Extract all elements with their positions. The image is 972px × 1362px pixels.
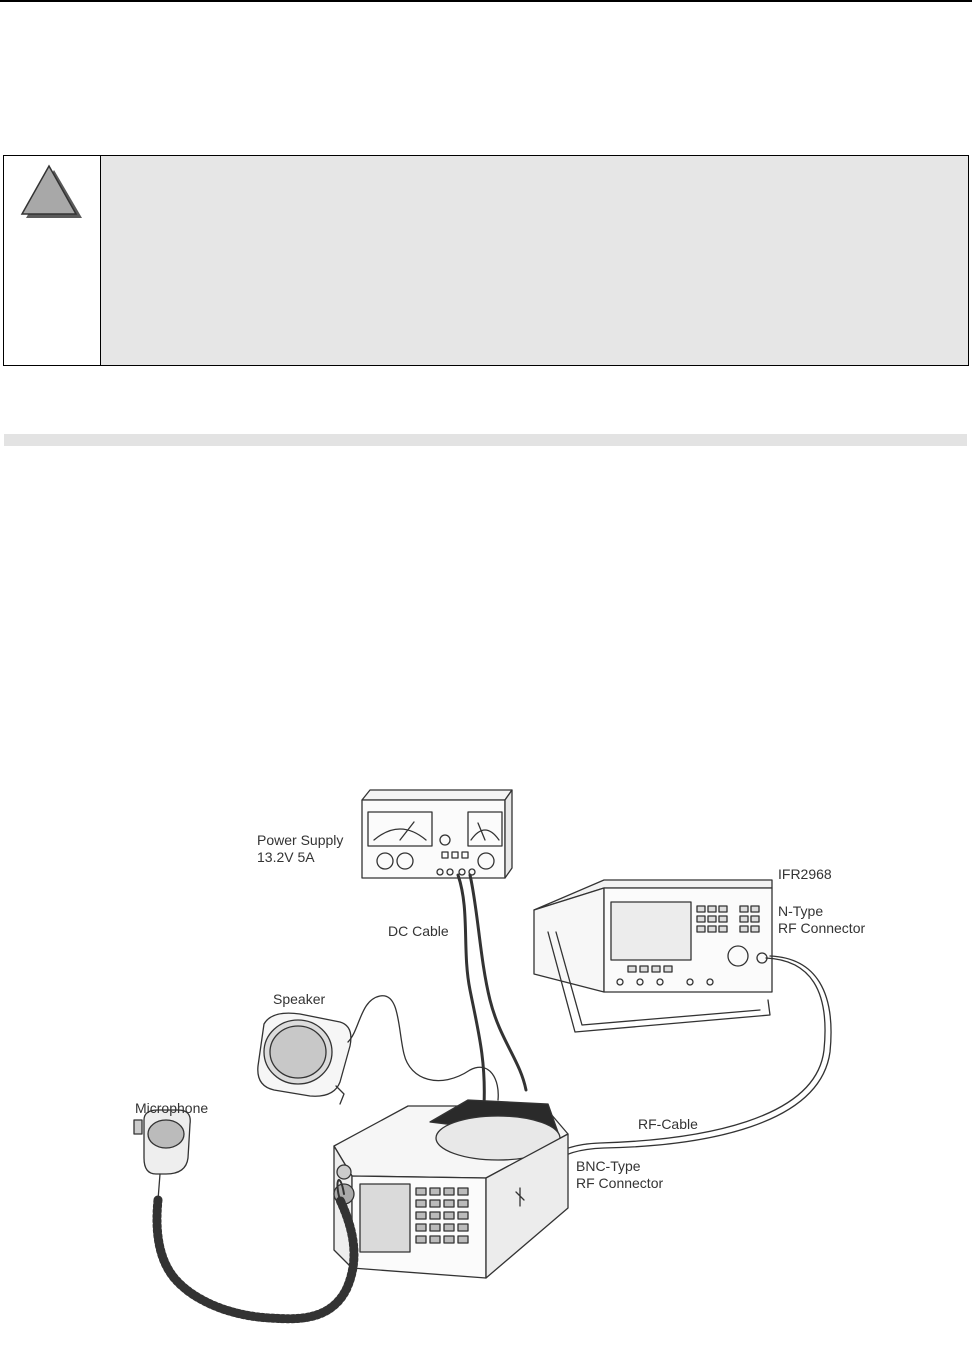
speaker-drawing <box>257 1012 352 1105</box>
power-supply-name: Power Supply <box>257 832 344 848</box>
dc-cable-line <box>456 873 486 1107</box>
n-type-line-2: RF Connector <box>778 920 866 936</box>
caution-triangle-icon <box>20 164 82 218</box>
radio-drawing <box>333 1099 569 1279</box>
test-setup-figure: Power Supply 13.2V 5A DC Cable IFR2968 N… <box>0 760 972 1357</box>
test-setup-illustration <box>133 789 832 1324</box>
test-set-label: IFR2968 <box>778 866 832 882</box>
microphone-cord <box>152 1195 359 1324</box>
bnc-type-line-1: BNC-Type <box>576 1158 641 1174</box>
caution-box <box>3 155 969 366</box>
dc-cable-label: DC Cable <box>388 923 449 939</box>
caution-icon-cell <box>4 156 101 365</box>
rf-cable-label: RF-Cable <box>638 1116 698 1132</box>
rf-cable-line <box>547 957 826 1161</box>
microphone-drawing <box>133 1109 191 1201</box>
speaker-label: Speaker <box>273 991 326 1007</box>
power-supply-label: Power Supply 13.2V 5A <box>257 832 343 866</box>
test-set-drawing <box>533 879 773 1033</box>
caution-text-area <box>101 156 968 365</box>
bnc-type-line-2: RF Connector <box>576 1175 664 1191</box>
power-supply-drawing <box>361 789 513 879</box>
bnc-type-connector-label: BNC-Type RF Connector <box>576 1158 663 1192</box>
power-supply-rating: 13.2V 5A <box>257 849 315 865</box>
header-rule <box>0 0 972 2</box>
n-type-connector-label: N-Type RF Connector <box>778 903 865 937</box>
microphone-label: Microphone <box>135 1100 209 1116</box>
n-type-line-1: N-Type <box>778 903 824 919</box>
section-divider-bar <box>4 434 967 446</box>
